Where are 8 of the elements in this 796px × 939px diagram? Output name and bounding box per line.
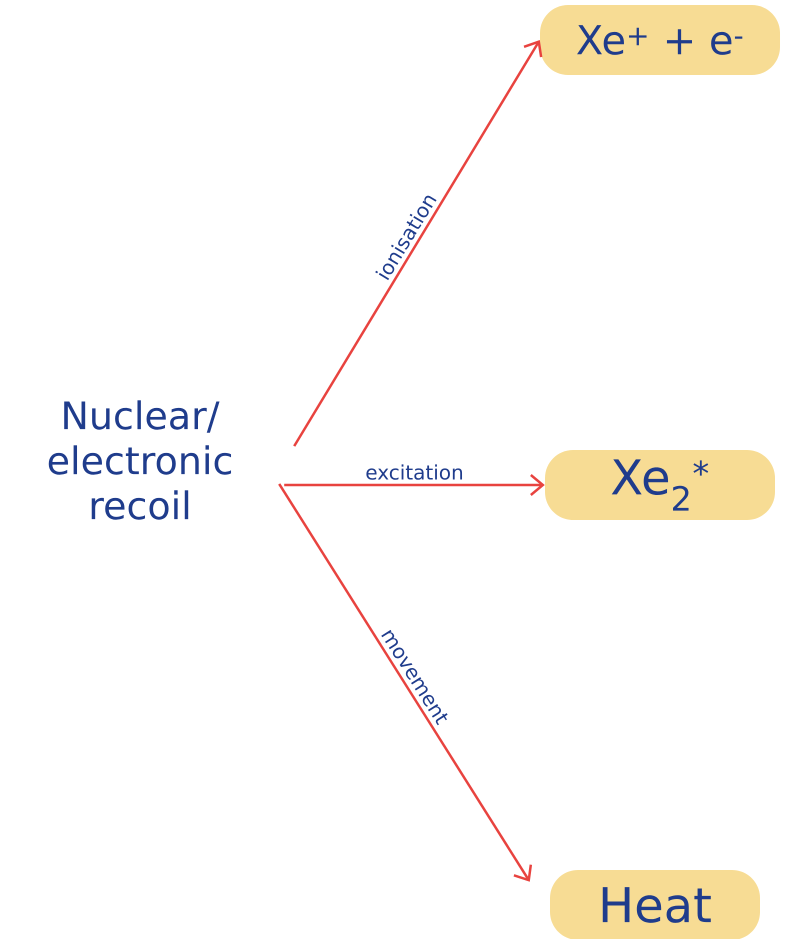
edge-label: excitation — [363, 462, 466, 482]
result-pill: Heat — [550, 870, 760, 939]
result-pill: Xe$^{+}$ + e$^{-}$ — [540, 5, 780, 75]
arrow — [284, 474, 545, 496]
arrow — [278, 483, 532, 882]
result-pill: Xe$_{2}$* — [545, 450, 775, 520]
arrow — [293, 40, 542, 447]
source-text: Nuclear/ electronic recoil — [48, 400, 232, 520]
